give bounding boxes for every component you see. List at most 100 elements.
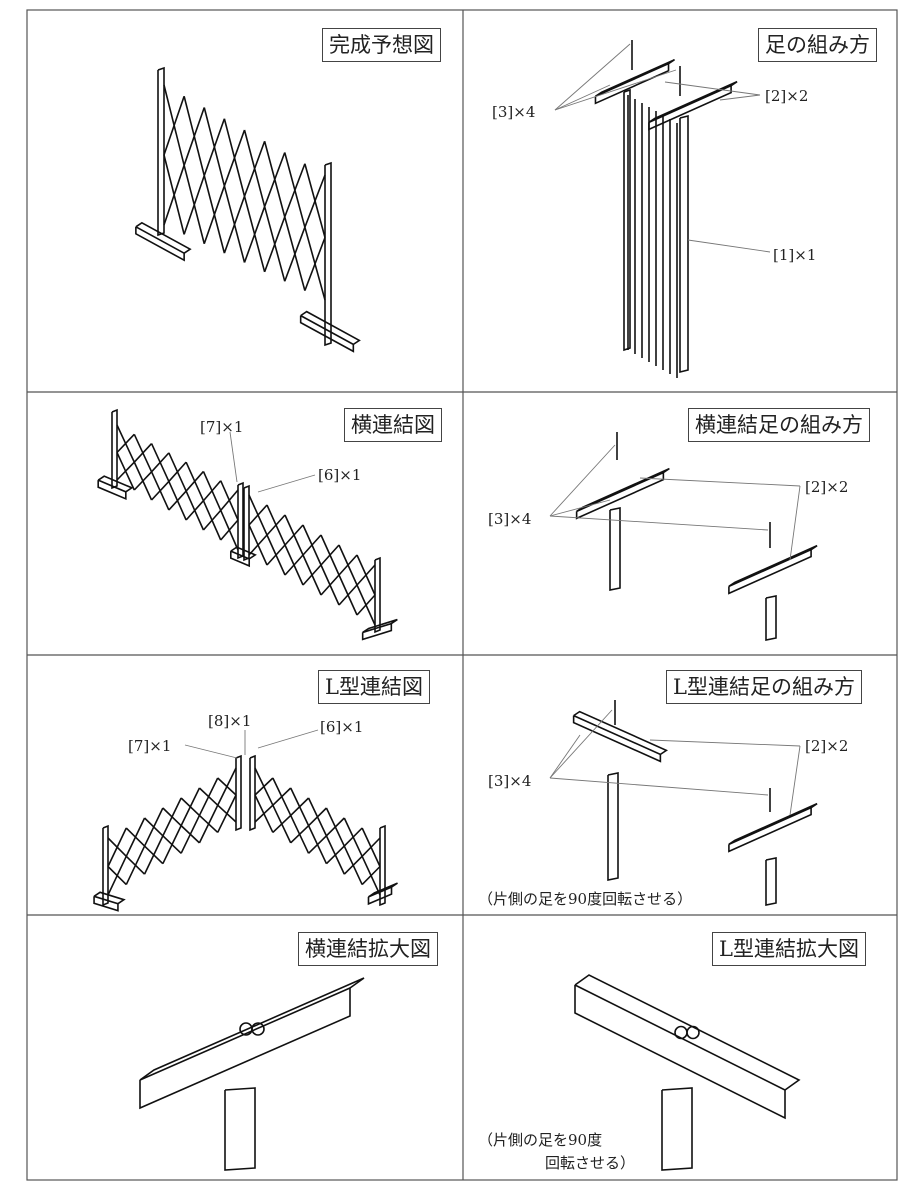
- lattice-bar: [343, 855, 363, 875]
- part-label-7: [7]×1: [200, 418, 244, 436]
- lattice-bar: [143, 807, 164, 847]
- lattice-bar: [338, 584, 358, 606]
- lattice-bar: [284, 226, 306, 282]
- lattice-bar: [325, 817, 345, 837]
- foot-beam: [575, 471, 665, 520]
- post: [243, 484, 250, 562]
- lattice-bar: [180, 787, 201, 826]
- post: [249, 754, 256, 832]
- lattice-bar: [284, 554, 304, 576]
- part-label-1: [1]×1: [773, 246, 817, 264]
- post: [765, 595, 777, 641]
- post: [661, 1087, 693, 1171]
- lattice-bar: [150, 480, 170, 501]
- leader: [549, 734, 581, 779]
- scissor-lattice: [254, 767, 381, 896]
- post: [607, 772, 619, 881]
- part-label-8: [8]×1: [208, 712, 252, 730]
- foot-beam-top: [300, 310, 361, 346]
- lattice-bar: [284, 524, 304, 546]
- leader: [554, 69, 677, 111]
- panel-title-leg-assembly: 足の組み方: [758, 28, 877, 62]
- enlarged-beam-top: [139, 977, 365, 1081]
- lattice-bar: [162, 825, 182, 865]
- lattice-bar: [223, 195, 246, 254]
- part-label-3: [3]×4: [488, 772, 532, 790]
- lattice-bar: [248, 534, 268, 556]
- foot-beam: [97, 479, 127, 501]
- lattice-bar: [163, 95, 185, 156]
- leader: [719, 94, 761, 101]
- foot-beam-top: [97, 475, 134, 493]
- leader: [257, 729, 319, 749]
- part-label-2: [2]×2: [805, 478, 849, 496]
- post: [609, 507, 621, 591]
- lattice-bar: [266, 514, 286, 536]
- foot-beam: [367, 885, 393, 906]
- foot-beam-top: [135, 221, 192, 254]
- foot-beam: [594, 62, 670, 105]
- lattice-bar: [168, 461, 187, 482]
- lattice-bar: [320, 574, 340, 596]
- leader: [554, 43, 631, 111]
- leader: [664, 81, 761, 96]
- foot-beam-top: [93, 891, 126, 905]
- part-label-7: [7]×1: [128, 737, 172, 755]
- lattice-bar: [107, 827, 128, 867]
- post: [235, 754, 242, 832]
- foot-beam: [93, 895, 119, 912]
- lattice-bar: [162, 797, 182, 837]
- lattice-bar: [180, 815, 201, 854]
- lattice-bar: [133, 443, 153, 463]
- post: [765, 857, 777, 906]
- scissor-lattice: [107, 767, 237, 896]
- leader: [639, 477, 801, 487]
- part-label-2: [2]×2: [765, 87, 809, 105]
- part-label-6: [6]×1: [318, 466, 362, 484]
- leader: [687, 239, 771, 253]
- foot-beam-top: [368, 882, 398, 898]
- lattice-bar: [143, 835, 164, 875]
- lattice-bar: [183, 175, 206, 235]
- foot-beam-top: [648, 80, 738, 124]
- panel-title-l-enlarged: L型連結拡大図: [712, 932, 866, 966]
- panel-title-horizontal-leg-assembly: 横連結足の組み方: [688, 408, 870, 442]
- lattice-bar: [183, 107, 206, 166]
- lattice-bar: [248, 504, 268, 526]
- foot-beam: [728, 548, 812, 595]
- rotation-note-line-1: （片側の足を90度: [478, 1131, 603, 1149]
- lattice-bar: [203, 118, 226, 176]
- foot-beam-top: [595, 58, 675, 97]
- lattice-bar: [361, 837, 381, 857]
- lattice-bar: [266, 544, 286, 566]
- part-label-6: [6]×1: [320, 718, 364, 736]
- post: [237, 481, 244, 560]
- enlarged-beam: [574, 984, 786, 1120]
- lattice-bar: [202, 480, 222, 502]
- lattice-bar: [302, 564, 322, 586]
- bolt-hole: [674, 1025, 688, 1040]
- lattice-bar: [168, 490, 187, 511]
- panel-title-completed-view: 完成予想図: [322, 28, 441, 62]
- foot-beam: [229, 550, 251, 568]
- lattice-bar: [198, 804, 219, 844]
- lattice-bar: [356, 564, 376, 586]
- post: [679, 114, 689, 374]
- scissor-lattice: [163, 84, 326, 301]
- leader: [789, 745, 801, 816]
- lattice-bar: [116, 433, 135, 454]
- leader: [554, 84, 611, 111]
- post: [324, 161, 332, 347]
- panel-title-horizontal-connection: 横連結図: [344, 408, 442, 442]
- leader: [789, 485, 801, 561]
- lattice-bar: [308, 807, 327, 827]
- bolt-hole: [686, 1025, 700, 1040]
- lattice-bar: [220, 489, 239, 511]
- foot-beam-top: [728, 544, 818, 588]
- foot-beam-top: [362, 618, 398, 634]
- foot-beam-top: [573, 710, 669, 756]
- lattice-bar: [263, 152, 286, 207]
- lattice-bar: [254, 804, 274, 823]
- lattice-bar: [116, 461, 135, 481]
